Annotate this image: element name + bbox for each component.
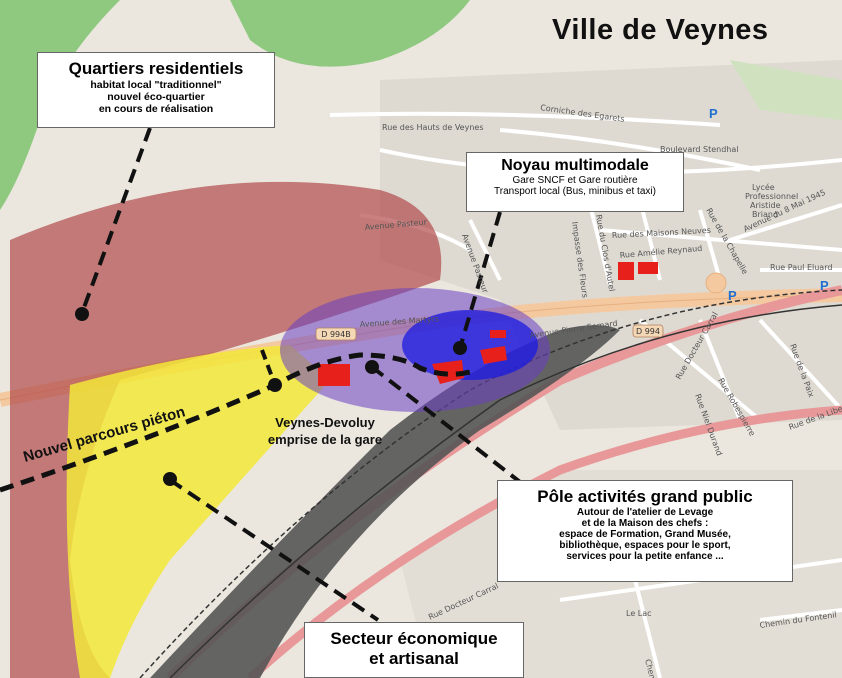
street-label: Aristide: [750, 201, 781, 210]
callout-activities-line: Autour de l'atelier de Levage: [576, 507, 714, 518]
callout-activities-line: bibliothèque, espaces pour le sport,: [559, 540, 731, 551]
pedestrian-path: [0, 352, 471, 493]
station-area-label: Veynes-Devoluy: [275, 415, 375, 430]
roundabout: [705, 272, 727, 294]
south-road: [246, 405, 842, 678]
street-label: Professionnel: [745, 192, 798, 201]
callout-activities-title: Pôle activités grand public: [537, 487, 753, 506]
map-title: Ville de Veynes: [552, 14, 769, 46]
callout-activities: Pôle activités grand public Autour de l'…: [497, 480, 793, 582]
callout-activities-line: services pour la petite enfance ...: [566, 551, 724, 562]
callout-residential: Quartiers residentiels habitat local "tr…: [37, 52, 275, 128]
callout-residential-line: nouvel éco-quartier: [107, 91, 205, 103]
pedestrian-spur: [260, 349, 277, 386]
leader-dots: [75, 307, 467, 486]
street-label: Rue des Hauts de Veynes: [382, 123, 484, 132]
callout-multimodal-line: Gare SNCF et Gare routière: [512, 175, 638, 186]
callout-multimodal: Noyau multimodale Gare SNCF et Gare rout…: [466, 152, 684, 212]
callout-residential-title: Quartiers residentiels: [68, 59, 244, 78]
pedestrian-zone: [66, 345, 331, 678]
callout-activities-line: espace de Formation, Grand Musée,: [559, 529, 731, 540]
callout-economic-line: et artisanal: [369, 649, 459, 668]
road-badge-d994b-label: D 994B: [321, 330, 350, 339]
road-badge-d994b: D 994B: [315, 327, 357, 341]
road-badge-d994-label: D 994: [636, 327, 660, 336]
callout-activities-line: et de la Maison des chefs :: [581, 518, 709, 529]
road-badge-d994: D 994: [632, 324, 664, 338]
parking-icon: P: [709, 106, 718, 121]
railway-tracks: [139, 289, 842, 678]
callout-residential-line: habitat local "traditionnel": [90, 79, 222, 91]
station-zone: [150, 325, 620, 678]
parking-icon: P: [728, 288, 737, 303]
parking-icon: P: [820, 278, 829, 293]
street-label: Le Lac: [626, 609, 652, 618]
multimodal-zone: [402, 310, 538, 380]
callout-multimodal-line: Transport local (Bus, minibus et taxi): [494, 186, 656, 197]
callout-economic: Secteur économique et artisanal: [304, 622, 524, 678]
parking-icons: P P P: [709, 106, 829, 303]
callout-multimodal-title: Noyau multimodale: [501, 157, 649, 174]
forest-north: [230, 0, 470, 67]
street-label: Lycée: [752, 182, 775, 192]
forest-west: [0, 0, 120, 210]
street-label: Boulevard Stendhal: [660, 145, 738, 154]
callout-economic-title: Secteur économique: [330, 629, 498, 648]
callout-residential-line: en cours de réalisation: [98, 103, 214, 115]
park-east: [730, 60, 842, 120]
station-area-sublabel: emprise de la gare: [268, 432, 382, 447]
leader-lines: [80, 127, 522, 622]
street-label: Briand: [752, 210, 778, 219]
street-label: Rue Paul Eluard: [770, 263, 832, 272]
